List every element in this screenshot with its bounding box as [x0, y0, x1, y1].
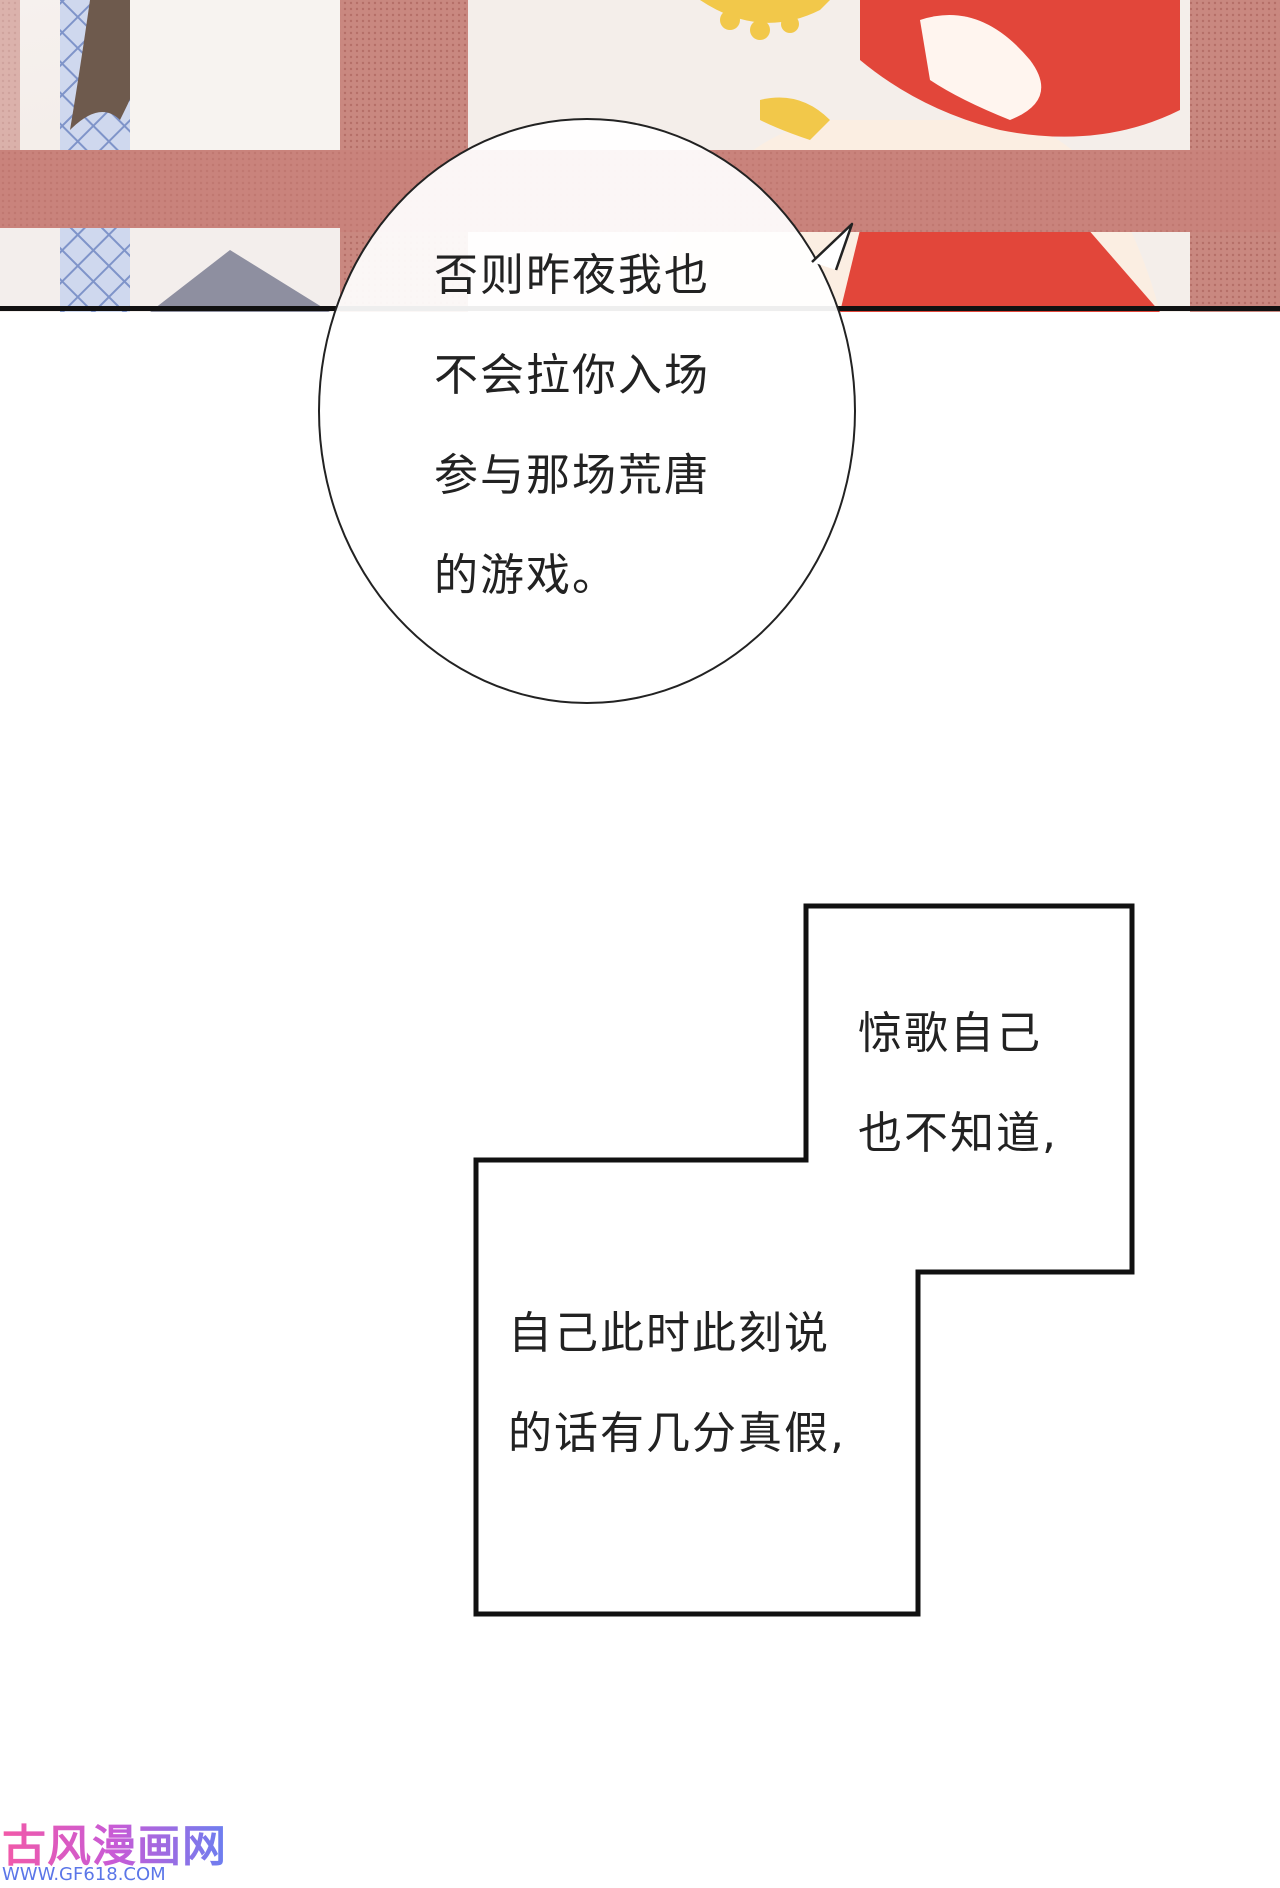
watermark-url: WWW.GF618.COM [2, 1864, 166, 1885]
speech-bubble [318, 118, 856, 704]
site-watermark: 古风漫画网 WWW.GF618.COM [0, 1808, 226, 1888]
narration-line: 的话有几分真假, [508, 1408, 846, 1459]
speech-line: 不会拉你入场 [434, 350, 710, 401]
watermark-title: 古风漫画网 [2, 1810, 227, 1874]
speech-bubble-text: 否则昨夜我也 不会拉你入场 参与那场荒唐 的游戏。 [434, 226, 754, 626]
narration-line: 自己此时此刻说 [508, 1308, 830, 1359]
narration-line: 惊歌自己 [858, 1008, 1042, 1059]
narration-line: 也不知道, [858, 1108, 1058, 1159]
speech-line: 参与那场荒唐 [434, 450, 710, 501]
speech-line: 否则昨夜我也 [434, 250, 710, 301]
speech-line: 的游戏。 [434, 550, 618, 601]
